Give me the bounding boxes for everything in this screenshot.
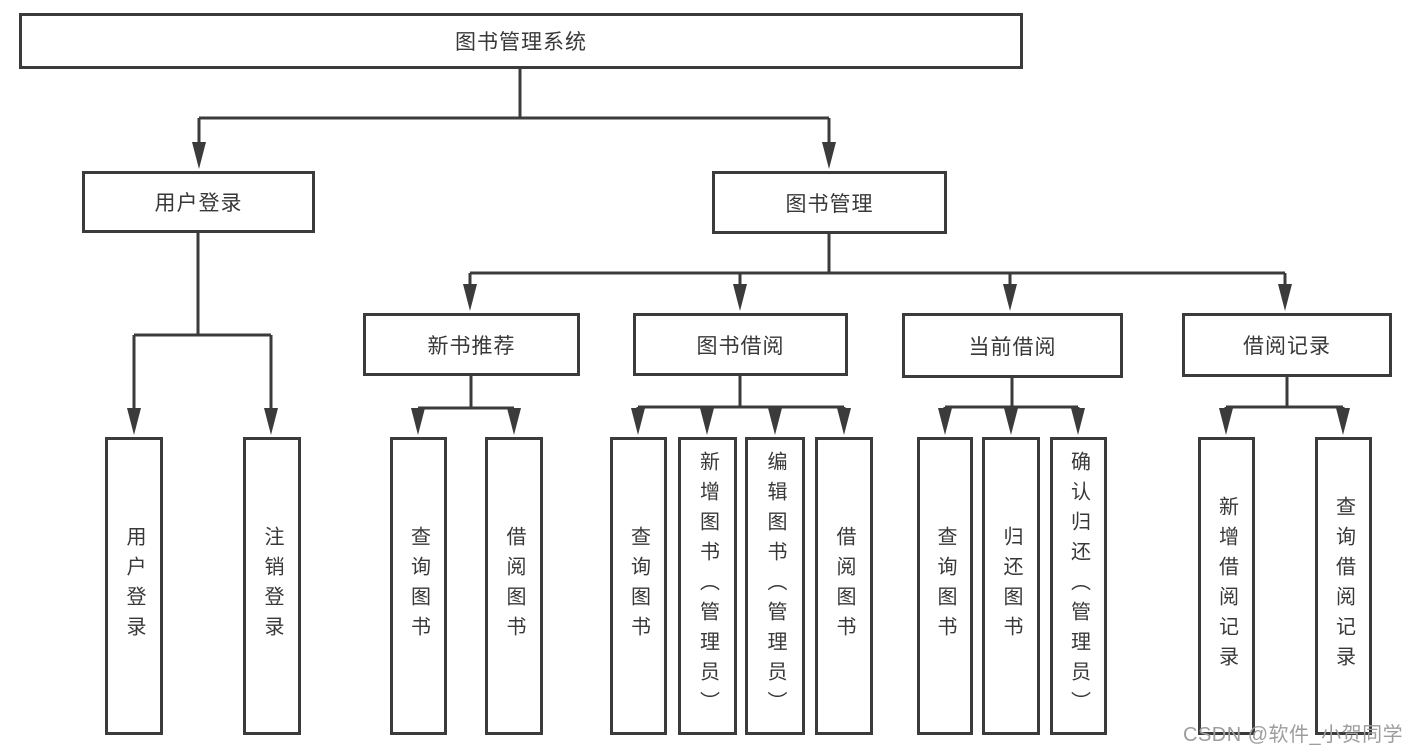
node-return-books: 归还图书 bbox=[982, 437, 1040, 735]
node-query-books-current: 查询图书 bbox=[917, 437, 973, 735]
node-new-book-recommend: 新书推荐 bbox=[363, 313, 580, 376]
node-label: 新增借阅记录 bbox=[1215, 496, 1238, 676]
node-add-books-admin: 新增图书（管理员） bbox=[678, 437, 737, 735]
node-current-borrow: 当前借阅 bbox=[902, 313, 1123, 378]
node-book-borrow: 图书借阅 bbox=[633, 313, 848, 376]
node-query-borrow-record: 查询借阅记录 bbox=[1315, 437, 1372, 735]
node-borrow-records: 借阅记录 bbox=[1182, 313, 1392, 377]
node-label: 归还图书 bbox=[1000, 526, 1022, 646]
node-query-books-borrow: 查询图书 bbox=[610, 437, 667, 735]
node-label: 查询图书 bbox=[407, 526, 430, 646]
node-label: 编辑图书（管理员） bbox=[764, 451, 786, 721]
node-library-system: 图书管理系统 bbox=[19, 13, 1023, 69]
node-label: 当前借阅 bbox=[968, 335, 1057, 359]
node-label: 借阅图书 bbox=[503, 526, 525, 646]
node-label: 查询借阅记录 bbox=[1332, 496, 1355, 676]
node-label: 图书管理系统 bbox=[455, 31, 587, 54]
node-label: 图书管理 bbox=[785, 192, 874, 216]
node-label: 用户登录 bbox=[154, 192, 243, 215]
node-label: 查询图书 bbox=[934, 526, 956, 646]
node-user-login-leaf: 用户登录 bbox=[105, 437, 163, 735]
node-confirm-return-admin: 确认归还（管理员） bbox=[1050, 437, 1107, 735]
node-label: 借阅图书 bbox=[833, 526, 855, 646]
node-label: 确认归还（管理员） bbox=[1067, 451, 1090, 721]
node-book-management: 图书管理 bbox=[712, 171, 947, 234]
node-add-borrow-record: 新增借阅记录 bbox=[1198, 437, 1255, 735]
node-label: 新增图书（管理员） bbox=[696, 451, 719, 721]
node-label: 注销登录 bbox=[261, 526, 283, 646]
node-borrow-books-recommend: 借阅图书 bbox=[485, 437, 543, 735]
watermark: CSDN @软件_小贺同学 bbox=[1183, 724, 1404, 746]
node-label: 用户登录 bbox=[123, 526, 145, 646]
node-borrow-books: 借阅图书 bbox=[815, 437, 873, 735]
node-edit-books-admin: 编辑图书（管理员） bbox=[745, 437, 805, 735]
node-logout: 注销登录 bbox=[243, 437, 301, 735]
node-query-books-recommend: 查询图书 bbox=[390, 437, 447, 735]
node-label: 新书推荐 bbox=[427, 334, 516, 358]
node-user-login: 用户登录 bbox=[82, 171, 315, 233]
node-label: 图书借阅 bbox=[696, 334, 785, 358]
node-label: 借阅记录 bbox=[1243, 335, 1331, 358]
node-label: 查询图书 bbox=[627, 526, 650, 646]
